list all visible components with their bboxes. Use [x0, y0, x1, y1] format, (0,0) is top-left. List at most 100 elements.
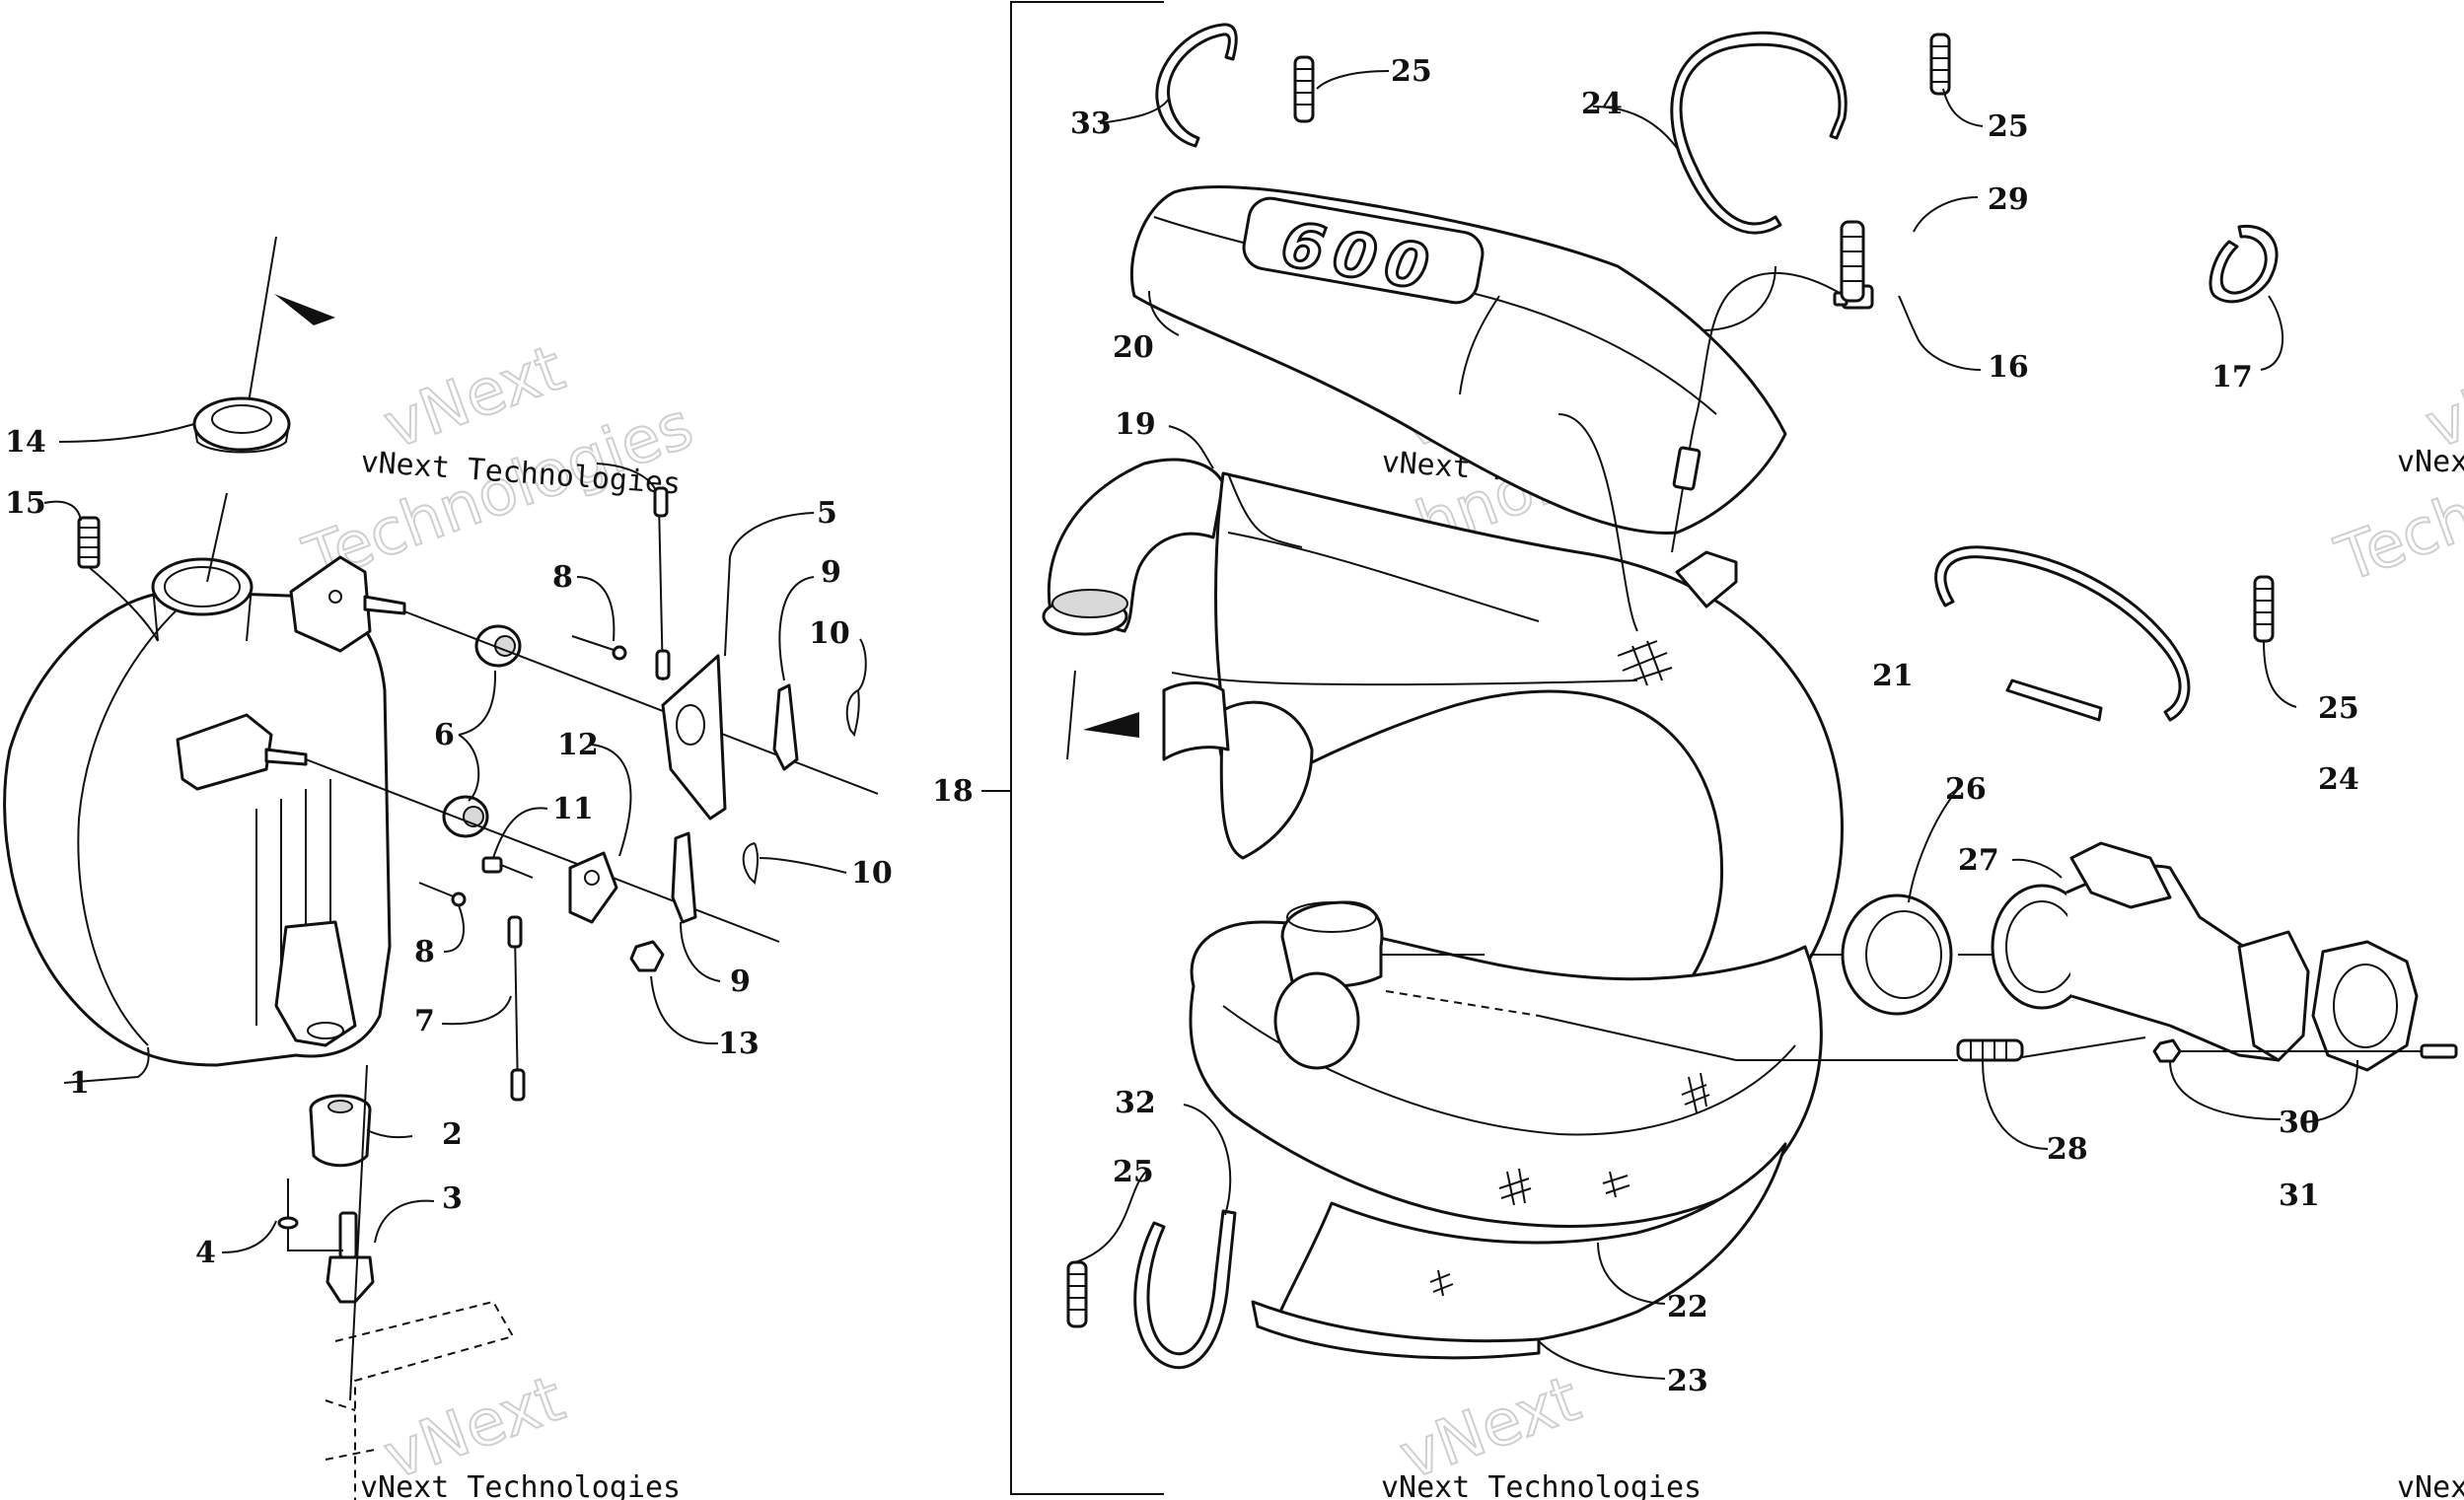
callout-31: 31 — [2279, 1179, 2320, 1213]
spring-part-7-lower — [507, 915, 526, 1102]
silencer-inlet-tube — [152, 586, 253, 642]
callout-24-lower: 24 — [2318, 762, 2359, 797]
spring-part-7-upper — [653, 486, 671, 681]
watermark-caption: vNext — [2397, 1470, 2464, 1500]
callout-24-upper: 24 — [1581, 87, 1623, 121]
callout-20: 20 — [1113, 330, 1154, 365]
silencer-assembly — [3, 555, 406, 1067]
callout-25-c: 25 — [2318, 691, 2359, 726]
watermark-caption: vNext Technologies — [360, 1470, 681, 1500]
clamp-part-32 — [1133, 1209, 1237, 1370]
spring-part-25-a — [1293, 55, 1315, 123]
expansion-chamber: 600 — [1042, 185, 1844, 1360]
callout-15: 15 — [5, 486, 46, 521]
spring-part-25-c — [2253, 575, 2275, 643]
spring-part-29 — [1840, 220, 1865, 303]
nut-part-31 — [2152, 1038, 2182, 1063]
bracket-hole — [328, 590, 342, 604]
callout-29: 29 — [1988, 182, 2029, 217]
bracket-part-12 — [568, 851, 618, 924]
clamp-part-17 — [2209, 224, 2279, 304]
callout-18: 18 — [932, 774, 974, 809]
callout-7: 7 — [414, 1004, 435, 1038]
callout-3: 3 — [442, 1181, 463, 1216]
callout-17: 17 — [2211, 360, 2253, 394]
spring-part-25-d — [1066, 1260, 1088, 1328]
manifold-part-27 — [1991, 841, 2310, 1062]
chassis-outline — [325, 1300, 515, 1500]
clip-part-9-lower — [671, 831, 697, 924]
bushing-part-6-lower — [442, 795, 489, 838]
mesh-patch — [1429, 1269, 1454, 1297]
chamber-seam — [1227, 532, 1540, 622]
clip-part-9-upper — [772, 683, 799, 771]
silencer-inlet-bore — [164, 566, 241, 607]
callout-16: 16 — [1988, 350, 2029, 385]
cotter-part-10-lower — [742, 842, 759, 886]
assembly-bracket — [1010, 1, 1164, 1495]
callout-19: 19 — [1115, 407, 1156, 442]
watermark-caption: vNext Technologies — [1381, 1470, 1702, 1500]
callout-25-d: 25 — [1113, 1155, 1154, 1189]
chamber-axis — [2021, 1036, 2146, 1058]
clamp-strap-tail — [2005, 679, 2103, 722]
spring-part-28 — [1956, 1038, 2024, 1062]
callout-8-lower: 8 — [414, 935, 435, 969]
mount-axis — [287, 1228, 343, 1251]
mount-axis — [349, 1064, 368, 1401]
callout-10-lower: 10 — [851, 856, 893, 891]
callout-labels: 1 2 3 4 5 6 7 8 8 9 9 10 10 11 12 13 14 … — [5, 54, 2359, 1398]
clamp-part-33 — [1155, 23, 1238, 148]
callout-23: 23 — [1667, 1364, 1708, 1398]
callout-30: 30 — [2279, 1106, 2320, 1140]
callout-9-lower: 9 — [730, 964, 751, 999]
silencer-upper-bracket — [289, 555, 372, 653]
stud-part-30 — [2420, 1043, 2458, 1059]
sensor-bung — [1675, 550, 1738, 608]
clamp-part-24-upper — [1670, 31, 1848, 235]
callout-21: 21 — [1872, 659, 1914, 693]
mesh-patch — [1602, 1171, 1631, 1198]
chamber-outlet — [1280, 900, 1384, 988]
stud-part-3 — [326, 1211, 375, 1304]
callout-6: 6 — [434, 718, 455, 752]
chamber-axis — [1385, 990, 1540, 1017]
silencer-bottom-bracket — [274, 920, 357, 1047]
shield-edge — [1459, 295, 1500, 395]
mount-stud — [363, 595, 406, 615]
tailpipe-axis — [246, 236, 277, 415]
callout-26: 26 — [1945, 772, 1987, 807]
callout-32: 32 — [1115, 1086, 1156, 1120]
chamber-outlet-ring — [1273, 971, 1360, 1070]
callout-28: 28 — [2047, 1132, 2088, 1167]
spring-part-25-b — [1929, 33, 1951, 96]
chamber-outlet-mouth — [1286, 901, 1377, 933]
callout-22: 22 — [1667, 1290, 1708, 1324]
watermark-brand: vNext — [2417, 332, 2464, 464]
spring-part-15 — [77, 516, 101, 569]
mesh-patch — [1617, 640, 1673, 686]
callout-2: 2 — [442, 1117, 463, 1152]
bolt-part-11 — [481, 856, 534, 879]
callout-33: 33 — [1070, 107, 1112, 141]
bracket-hole — [307, 1022, 344, 1039]
mount-axis — [305, 758, 780, 943]
silencer-lower-bracket — [176, 713, 273, 791]
mesh-patch — [1498, 1168, 1532, 1206]
mount-plate-part-5 — [661, 654, 727, 821]
callout-12: 12 — [557, 728, 599, 762]
lower-shield-edge — [1251, 1300, 1541, 1360]
callout-27: 27 — [1958, 843, 1999, 878]
callout-25-a: 25 — [1391, 54, 1432, 89]
leader-lines — [43, 70, 2358, 1380]
chamber-axis — [1538, 1015, 1737, 1061]
cotter-part-10-upper — [845, 689, 860, 738]
bushing-part-6-upper — [474, 624, 522, 668]
chamber-axis — [1066, 670, 1076, 760]
gasket-part-30 — [2311, 940, 2419, 1072]
tailpipe-axis — [206, 492, 228, 583]
callout-4: 4 — [195, 1236, 216, 1270]
clamp-part-24-lower — [1934, 545, 2191, 722]
callout-1: 1 — [69, 1066, 90, 1101]
